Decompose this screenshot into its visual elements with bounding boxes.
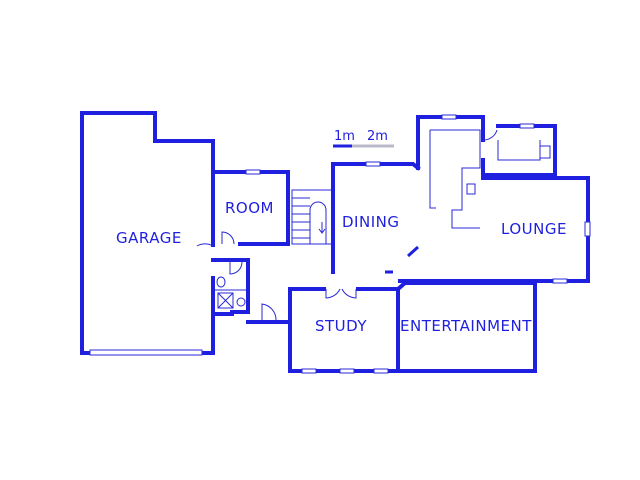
basin-icon xyxy=(236,297,246,307)
entertainment-walls xyxy=(395,281,537,373)
room-label-garage: GARAGE xyxy=(116,229,182,247)
toilet-icon xyxy=(216,276,226,288)
stove-icon xyxy=(466,183,476,195)
scale-label-1m: 1m xyxy=(334,129,355,144)
bathroom xyxy=(211,258,250,316)
scale-label-2m: 2m xyxy=(367,129,388,144)
room-label-dining: DINING xyxy=(342,213,399,231)
dining-walls xyxy=(331,161,421,274)
window-icon xyxy=(519,123,535,129)
room-label-room: ROOM xyxy=(225,199,274,217)
window-icon xyxy=(552,278,568,284)
window-icon xyxy=(365,161,381,167)
window-icon xyxy=(301,368,317,374)
room-label-entertainment: ENTERTAINMENT xyxy=(400,317,532,335)
sink-icon xyxy=(539,145,551,159)
room-label-lounge: LOUNGE xyxy=(501,220,567,238)
window-icon xyxy=(584,221,591,237)
room-walls xyxy=(196,169,290,247)
window-icon xyxy=(441,114,457,120)
window-icon xyxy=(339,368,355,374)
shower-icon xyxy=(217,292,234,309)
room-label-study: STUDY xyxy=(315,317,367,335)
window-icon xyxy=(245,169,261,175)
window-icon xyxy=(373,368,389,374)
passage xyxy=(246,303,292,324)
garage-door xyxy=(89,349,203,356)
door-swing-icon xyxy=(196,243,214,247)
door-swing-icon xyxy=(221,231,235,245)
kitchen xyxy=(416,114,557,229)
staircase-icon xyxy=(291,189,333,245)
scale-bar: 1m 2m xyxy=(333,129,394,148)
